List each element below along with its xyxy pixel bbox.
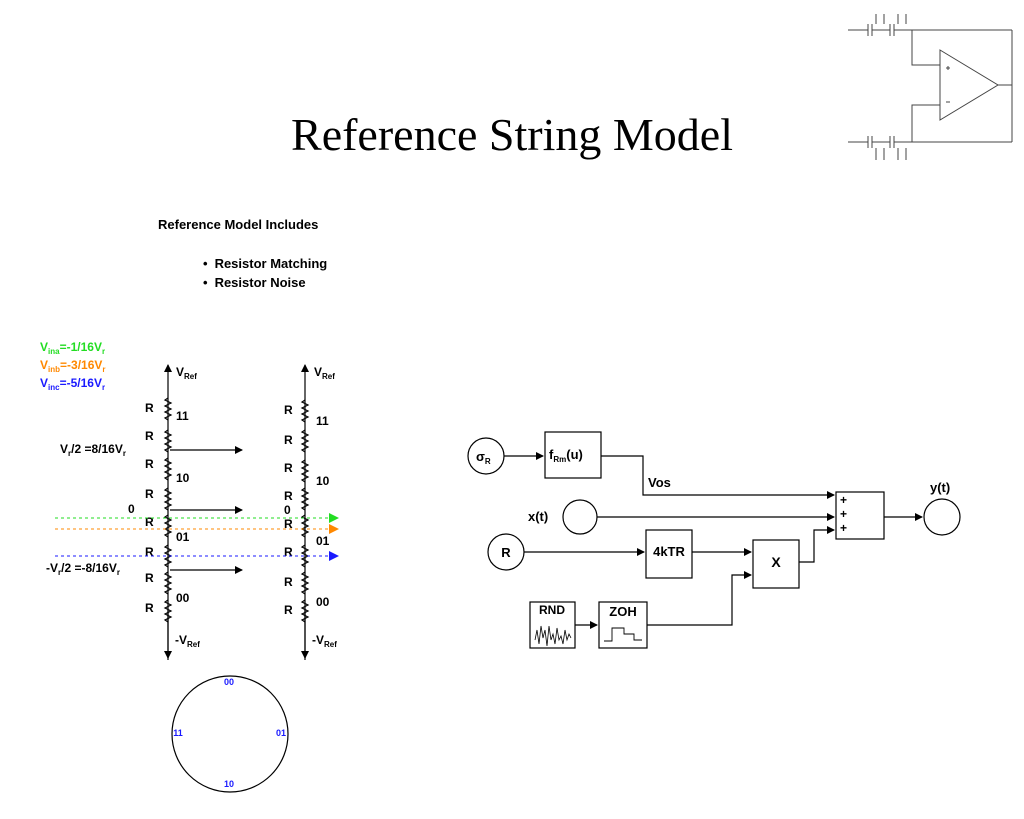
bullet-item: Resistor Noise	[203, 273, 327, 292]
sum-sign: +	[840, 521, 847, 535]
page-title: Reference String Model	[291, 109, 733, 160]
legend-inb: Vinb=-3/16Vr	[40, 358, 106, 374]
resistor-label: R	[145, 401, 154, 415]
resistor-label: R	[145, 515, 154, 529]
y-output-label: y(t)	[930, 480, 950, 495]
code-label: 11	[316, 414, 329, 428]
bullet-item: Resistor Matching	[203, 254, 328, 273]
resistor-label: R	[145, 601, 154, 615]
legend-ina: Vina=-1/16Vr	[40, 340, 105, 356]
half-pos-label: Vr/2 =8/16Vr	[60, 442, 126, 458]
resistor-label: R	[284, 575, 293, 589]
vref-bottom: -VRef	[175, 633, 200, 649]
code-label: 01	[176, 530, 190, 544]
resistor-label: R	[284, 603, 293, 617]
circle-code: 00	[224, 677, 234, 687]
intro-heading: Reference Model Includes	[158, 217, 319, 232]
f-label: fRm(u)	[549, 447, 583, 464]
opamp-logo	[848, 14, 1013, 160]
voltage-legend: Vina=-1/16Vr Vinb=-3/16Vr Vinc=-5/16Vr	[40, 340, 106, 392]
resistor-label: R	[145, 429, 154, 443]
ladder-right-labels: VRef -VRef R R R R R R R R 11 10 01 00 0	[284, 365, 337, 649]
resistor-label: R	[145, 571, 154, 585]
circle-code: 10	[224, 779, 234, 789]
vref-top: VRef	[314, 365, 335, 381]
resistor-label: R	[145, 545, 154, 559]
code-label: 10	[176, 471, 190, 485]
code-circle: 00 01 10 11	[171, 675, 289, 793]
resistor-label: R	[284, 403, 293, 417]
resistor-label: R	[145, 457, 154, 471]
legend-inc: Vinc=-5/16Vr	[40, 376, 105, 392]
bullet-list: Resistor Matching Resistor Noise	[203, 254, 328, 292]
code-label: 00	[316, 595, 330, 609]
resistor-ladder-right	[300, 364, 310, 660]
resistor-label: R	[284, 545, 293, 559]
resistor-label: R	[284, 489, 293, 503]
half-neg-label: -Vr/2 =-8/16Vr	[46, 561, 120, 577]
code-label: 01	[316, 534, 330, 548]
sigma-label: σR	[476, 449, 491, 466]
resistor-ladder-left	[163, 364, 243, 660]
circle-code: 01	[276, 728, 286, 738]
noise-block-label: 4kTR	[653, 544, 685, 559]
vref-bottom: -VRef	[312, 633, 337, 649]
r-input-label: R	[501, 545, 511, 560]
block-labels: σR fRm(u) Vos x(t) R 4kTR X RND ZOH + + …	[476, 447, 950, 619]
zero-label: 0	[128, 502, 135, 516]
code-label: 11	[176, 409, 189, 423]
multiplier-label: X	[771, 554, 781, 570]
block-diagram	[467, 431, 961, 649]
vref-top: VRef	[176, 365, 197, 381]
sum-sign: +	[840, 507, 847, 521]
zoh-label: ZOH	[609, 604, 636, 619]
circle-code: 11	[173, 728, 183, 738]
resistor-label: R	[284, 517, 293, 531]
resistor-label: R	[284, 433, 293, 447]
ladder-left-labels: VRef -VRef R R R R R R R R 11 10 01 00 V…	[46, 365, 200, 649]
x-input-label: x(t)	[528, 509, 548, 524]
code-label: 00	[176, 591, 190, 605]
sum-sign: +	[840, 493, 847, 507]
resistor-label: R	[145, 487, 154, 501]
resistor-label: R	[284, 461, 293, 475]
input-level-lines	[55, 513, 339, 561]
rnd-label: RND	[539, 603, 565, 617]
zero-label: 0	[284, 503, 291, 517]
vos-label: Vos	[648, 475, 671, 490]
code-label: 10	[316, 474, 330, 488]
